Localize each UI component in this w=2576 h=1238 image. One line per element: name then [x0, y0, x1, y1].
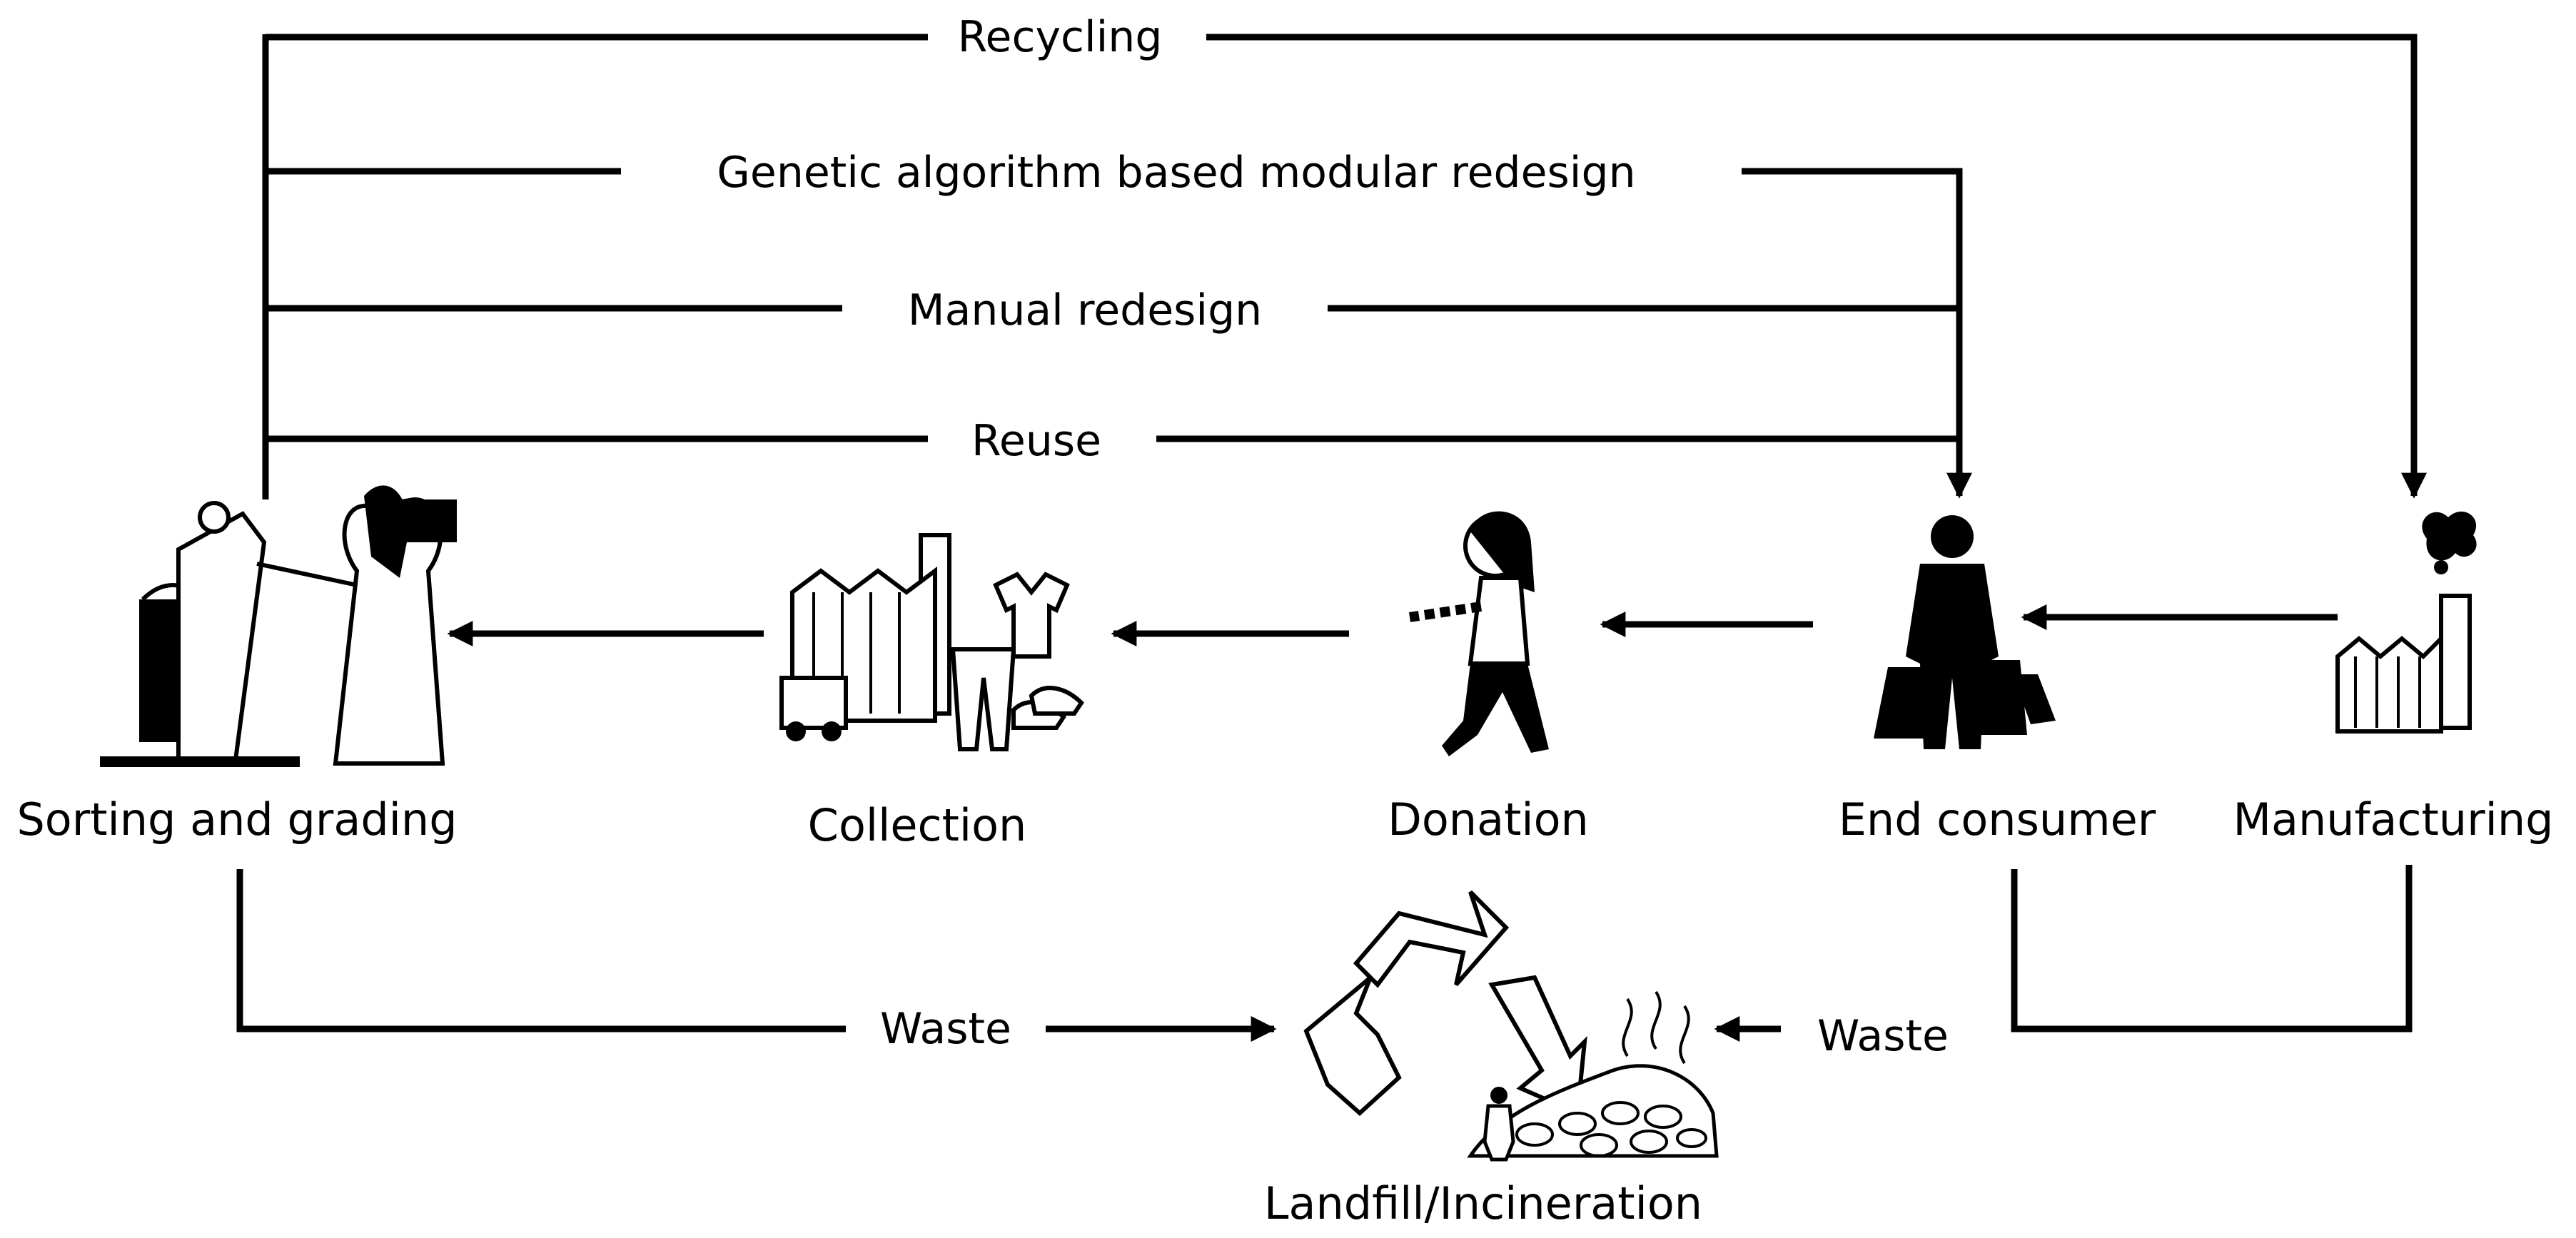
sorting-label: Sorting and grading — [16, 793, 457, 846]
sorting-people-icon — [100, 485, 457, 767]
waste-lines — [236, 865, 2413, 1042]
feedback-lines — [262, 34, 2427, 499]
end-consumer-label: End consumer — [1839, 793, 2156, 846]
waste-left-label: Waste — [880, 1004, 1011, 1054]
main-flow-arrows — [447, 604, 2338, 646]
manual-redesign-label: Manual redesign — [908, 285, 1262, 335]
recycling-label: Recycling — [958, 12, 1163, 62]
manufacturing-label: Manufacturing — [2233, 793, 2554, 846]
donation-person-icon — [1408, 511, 1549, 756]
collection-factory-icon — [779, 533, 1084, 751]
shopper-icon — [1874, 515, 2056, 749]
ga-redesign-label: Genetic algorithm based modular redesign — [717, 148, 1635, 198]
donation-label: Donation — [1388, 793, 1589, 846]
landfill-label: Landfill/Incineration — [1264, 1177, 1702, 1229]
waste-right-label: Waste — [1817, 1011, 1949, 1061]
collection-label: Collection — [808, 799, 1027, 851]
manufacturing-factory-icon — [2335, 511, 2477, 734]
reuse-label: Reuse — [971, 416, 1101, 466]
recycle-landfill-icon — [1303, 890, 1719, 1162]
